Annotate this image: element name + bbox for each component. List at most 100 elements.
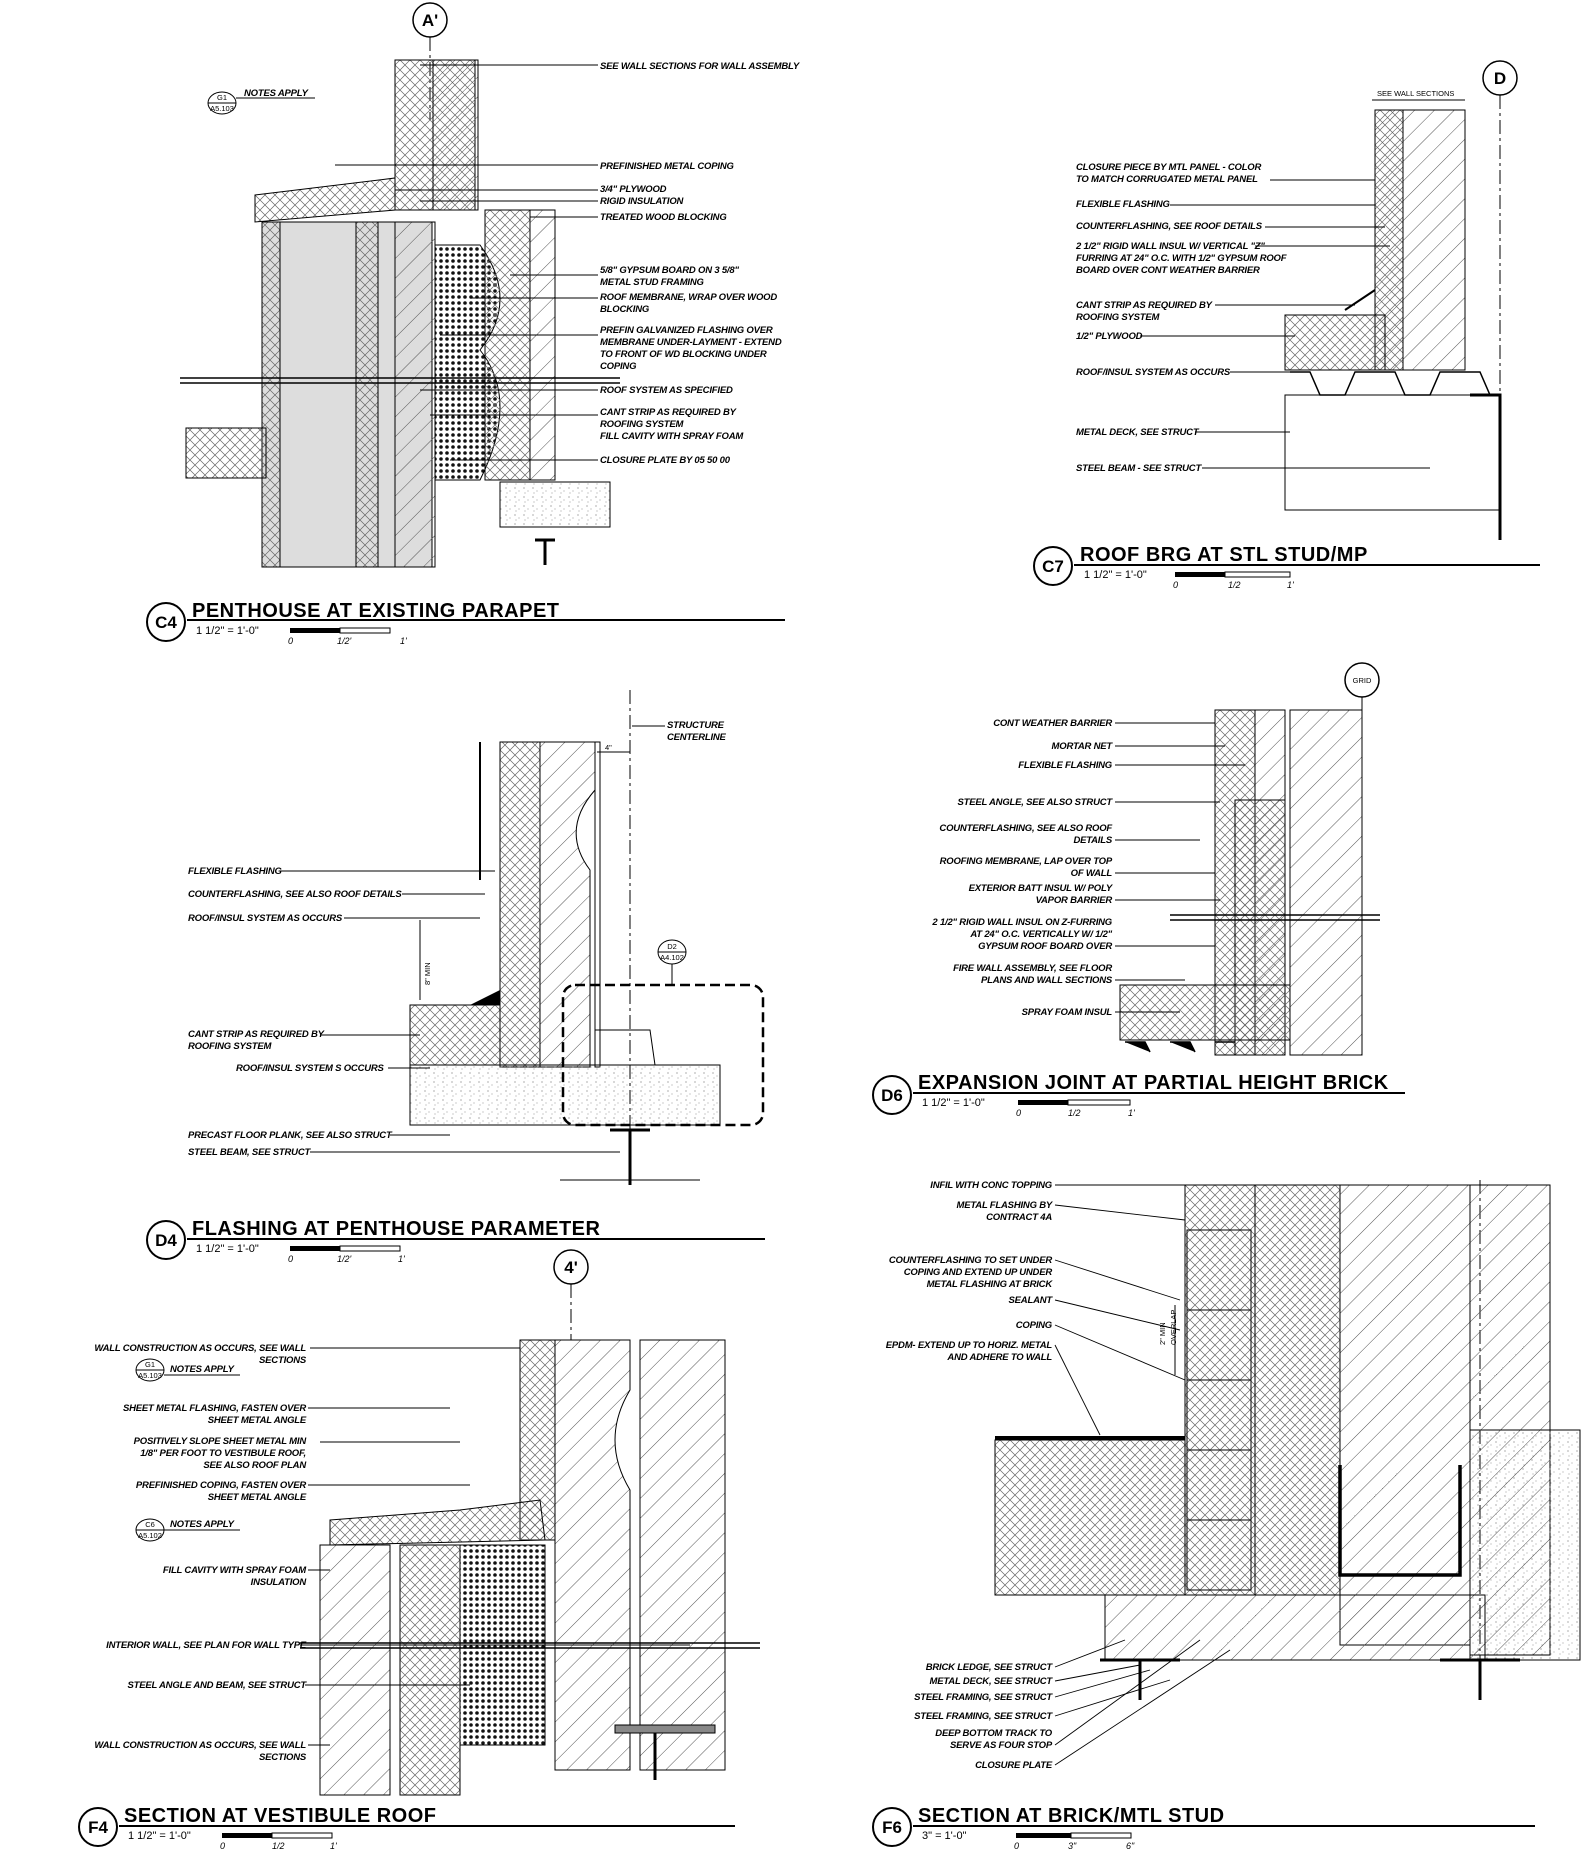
c7-note: ROOF/INSUL SYSTEM AS OCCURS <box>1076 367 1231 378</box>
f4-tag: F4 <box>88 1818 108 1837</box>
f4-note: PREFINISHED COPING, FASTEN OVER <box>136 1480 306 1491</box>
f4-scale-tick: 0 <box>220 1841 225 1851</box>
c7-grid-bubble: D <box>1494 69 1506 88</box>
d4-note: ROOF/INSUL SYSTEM S OCCURS <box>236 1063 385 1074</box>
d4-ref-bottom: A4.102 <box>660 953 684 962</box>
c7-note: 1/2" PLYWOOD <box>1076 331 1143 342</box>
c4-ref-bottom: A5.103 <box>210 104 234 113</box>
c7-note: 2 1/2" RIGID WALL INSUL W/ VERTICAL "Z" <box>1075 241 1265 252</box>
f6-note: INFIL WITH CONC TOPPING <box>930 1180 1053 1191</box>
c4-note: TREATED WOOD BLOCKING <box>600 212 727 223</box>
c7-note: BOARD OVER CONT WEATHER BARRIER <box>1076 265 1260 276</box>
f6-note: METAL FLASHING BY <box>957 1200 1054 1211</box>
f4-ref1-text: NOTES APPLY <box>170 1364 236 1375</box>
f4-note: 1/8" PER FOOT TO VESTIBULE ROOF, <box>140 1448 306 1459</box>
d6-note: 2 1/2" RIGID WALL INSUL ON Z-FURRING <box>931 917 1112 928</box>
c4-note: 3/4" PLYWOOD <box>600 184 667 195</box>
d6-scale-tick: 0 <box>1016 1108 1021 1118</box>
c4-scale-tick: 1' <box>400 636 407 646</box>
f6-note: COUNTERFLASHING TO SET UNDER <box>889 1255 1052 1266</box>
c4-note: RIGID INSULATION <box>600 196 685 207</box>
f6-note: SEALANT <box>1009 1295 1054 1306</box>
detail-d4: STRUCTURE CENTERLINE 4" D2 A4.102 8" MIN <box>146 690 765 1264</box>
c4-ref-top: G1 <box>217 93 227 102</box>
d6-note: FLEXIBLE FLASHING <box>1018 760 1113 771</box>
f4-grid-bubble: 4' <box>564 1258 578 1277</box>
d4-note: PRECAST FLOOR PLANK, SEE ALSO STRUCT <box>188 1130 393 1141</box>
c4-ref-text: NOTES APPLY <box>244 88 310 99</box>
f6-note: COPING <box>1016 1320 1053 1331</box>
f4-scale: 1 1/2" = 1'-0" <box>128 1830 191 1842</box>
d4-note: COUNTERFLASHING, SEE ALSO ROOF DETAILS <box>188 889 402 900</box>
d6-note: ROOFING MEMBRANE, LAP OVER TOP <box>940 856 1113 867</box>
f6-dim-side: OVERLAP <box>1169 1310 1178 1345</box>
f6-note: METAL FLASHING AT BRICK <box>927 1279 1054 1290</box>
d4-scale-tick: 1' <box>398 1254 405 1264</box>
f6-note: BRICK LEDGE, SEE STRUCT <box>926 1662 1054 1673</box>
f4-note: INSULATION <box>251 1577 308 1588</box>
c4-note: ROOF MEMBRANE, WRAP OVER WOOD <box>600 292 777 303</box>
detail-c4: A' G1 A5.103 NOTES APPLY <box>146 2 801 646</box>
f4-title: SECTION AT VESTIBULE ROOF <box>124 1805 437 1827</box>
c7-title: ROOF BRG AT STL STUD/MP <box>1080 544 1368 566</box>
f4-scale-tick: 1' <box>330 1841 337 1851</box>
f4-note: WALL CONSTRUCTION AS OCCURS, SEE WALL <box>94 1343 306 1354</box>
d6-scale: 1 1/2" = 1'-0" <box>922 1097 985 1109</box>
d4-note: STEEL BEAM, SEE STRUCT <box>188 1147 312 1158</box>
d6-note: AT 24" O.C. VERTICALLY W/ 1/2" <box>969 929 1112 940</box>
c4-note: FILL CAVITY WITH SPRAY FOAM <box>600 431 744 442</box>
c4-note: BLOCKING <box>600 304 650 315</box>
c4-note: 5/8" GYPSUM BOARD ON 3 5/8" <box>600 265 739 276</box>
d4-ref-top: D2 <box>667 942 677 951</box>
f4-note: SECTIONS <box>259 1355 307 1366</box>
detail-f6: 2" MIN OVERLAP INFIL WITH CONC TOPPING M… <box>872 1180 1581 1851</box>
c4-note: PREFINISHED METAL COPING <box>600 161 734 172</box>
c4-note: COPING <box>600 361 637 372</box>
f6-scale-tick: 6" <box>1126 1841 1135 1851</box>
f6-note: STEEL FRAMING, SEE STRUCT <box>914 1711 1053 1722</box>
c7-note: CANT STRIP AS REQUIRED BY <box>1076 300 1214 311</box>
f6-note: DEEP BOTTOM TRACK TO <box>935 1728 1052 1739</box>
d6-note: STEEL ANGLE, SEE ALSO STRUCT <box>957 797 1113 808</box>
f6-title: SECTION AT BRICK/MTL STUD <box>918 1805 1225 1827</box>
d6-note: DETAILS <box>1073 835 1112 846</box>
c4-grid-bubble: A' <box>422 11 438 30</box>
c7-scale-tick: 0 <box>1173 580 1178 590</box>
f4-note: SHEET METAL FLASHING, FASTEN OVER <box>123 1403 306 1414</box>
f4-ref1-top: G1 <box>145 1360 155 1369</box>
d6-note: VAPOR BARRIER <box>1036 895 1113 906</box>
f6-scale-tick: 0 <box>1014 1841 1019 1851</box>
detail-f4: 4' G1 A5.103 NOTES APPLY C6 A5.102 NOTES… <box>78 1249 760 1851</box>
f4-note: FILL CAVITY WITH SPRAY FOAM <box>163 1565 307 1576</box>
d6-note: FIRE WALL ASSEMBLY, SEE FLOOR <box>953 963 1112 974</box>
c4-note: MEMBRANE UNDER-LAYMENT - EXTEND <box>600 337 782 348</box>
d4-centerline: STRUCTURE <box>667 720 725 731</box>
d6-note: OF WALL <box>1071 868 1113 879</box>
c4-note: PREFIN GALVANIZED FLASHING OVER <box>600 325 773 336</box>
c7-note: COUNTERFLASHING, SEE ROOF DETAILS <box>1076 221 1263 232</box>
d4-note: CANT STRIP AS REQUIRED BY <box>188 1029 326 1040</box>
f4-ref1-bottom: A5.103 <box>138 1371 162 1380</box>
f6-note: METAL DECK, SEE STRUCT <box>930 1676 1054 1687</box>
c7-note: FURRING AT 24" O.C. WITH 1/2" GYPSUM ROO… <box>1076 253 1287 264</box>
d4-dim-side: 8" MIN <box>423 962 432 985</box>
f6-note: EPDM- EXTEND UP TO HORIZ. METAL <box>886 1340 1053 1351</box>
c4-tag: C4 <box>155 613 177 632</box>
f4-note: SHEET METAL ANGLE <box>208 1415 307 1426</box>
f6-note: CLOSURE PLATE <box>975 1760 1053 1771</box>
f6-note: AND ADHERE TO WALL <box>946 1352 1052 1363</box>
f4-note: SHEET METAL ANGLE <box>208 1492 307 1503</box>
c4-note: SEE WALL SECTIONS FOR WALL ASSEMBLY <box>600 61 801 72</box>
d6-scale-tick: 1' <box>1128 1108 1135 1118</box>
c4-note: ROOF SYSTEM AS SPECIFIED <box>600 385 733 396</box>
c4-note: TO FRONT OF WD BLOCKING UNDER <box>600 349 767 360</box>
d6-note: EXTERIOR BATT INSUL W/ POLY <box>969 883 1114 894</box>
f4-ref2-text: NOTES APPLY <box>170 1519 236 1530</box>
d6-scale-tick: 1/2 <box>1068 1108 1081 1118</box>
f6-scale-tick: 3" <box>1068 1841 1077 1851</box>
d4-scale: 1 1/2" = 1'-0" <box>196 1243 259 1255</box>
d6-note: MORTAR NET <box>1052 741 1114 752</box>
f4-note: INTERIOR WALL, SEE PLAN FOR WALL TYPE <box>106 1640 307 1651</box>
d4-title: FLASHING AT PENTHOUSE PARAMETER <box>192 1218 601 1240</box>
c4-note: CANT STRIP AS REQUIRED BY <box>600 407 738 418</box>
